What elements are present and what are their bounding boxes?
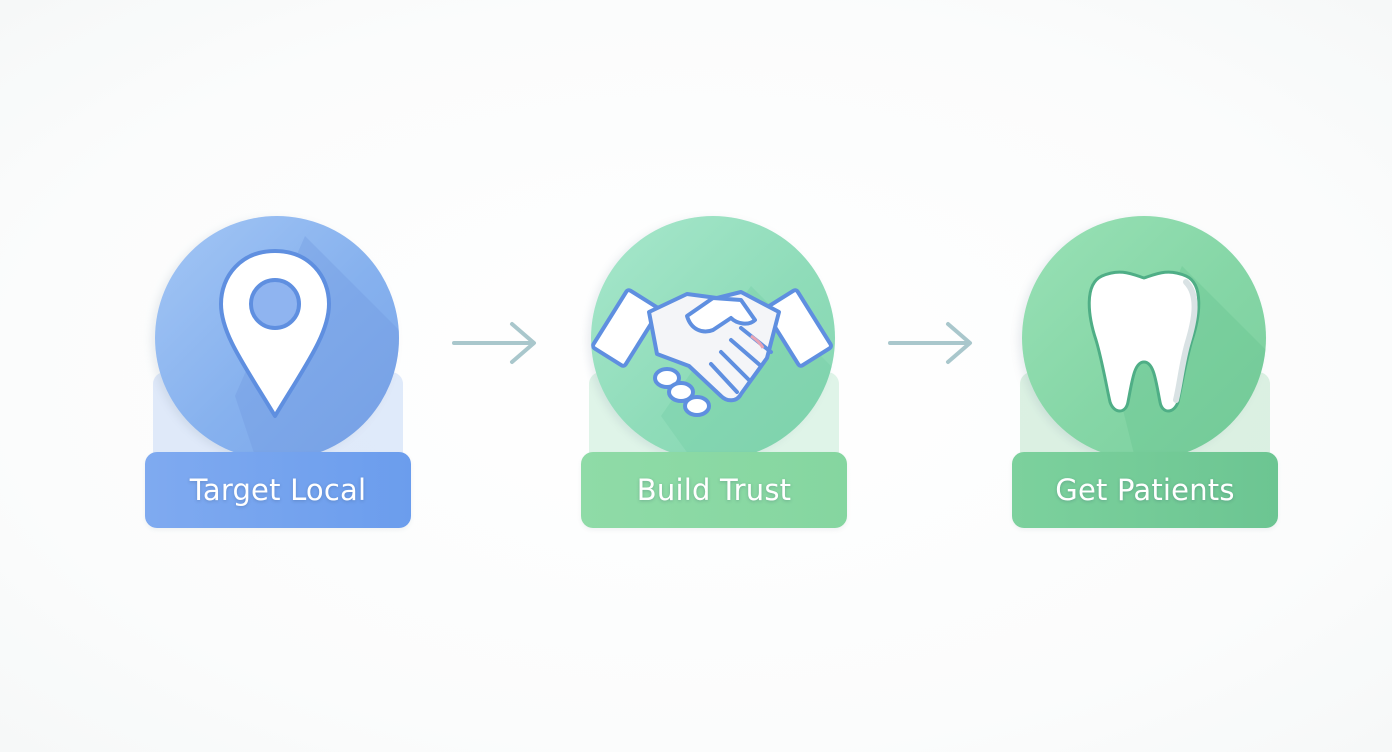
- tooth-icon: [1087, 266, 1266, 460]
- step-label: Get Patients: [1055, 473, 1235, 507]
- step-label-box: Build Trust: [581, 452, 847, 528]
- arrow-right-icon: [452, 322, 536, 364]
- step-icon-circle: [591, 216, 835, 460]
- step-target-local: Target Local: [145, 216, 411, 528]
- step-label-box: Get Patients: [1012, 452, 1278, 528]
- step-label: Target Local: [189, 473, 367, 507]
- handshake-icon: [591, 286, 835, 460]
- step-icon-circle: [155, 216, 399, 460]
- arrow-right-icon: [888, 322, 972, 364]
- step-icon-circle: [1022, 216, 1266, 460]
- step-label: Build Trust: [636, 473, 792, 507]
- map-pin-icon: [219, 236, 399, 460]
- step-build-trust: Build Trust: [581, 216, 847, 528]
- step-label-box: Target Local: [145, 452, 411, 528]
- step-get-patients: Get Patients: [1012, 216, 1278, 528]
